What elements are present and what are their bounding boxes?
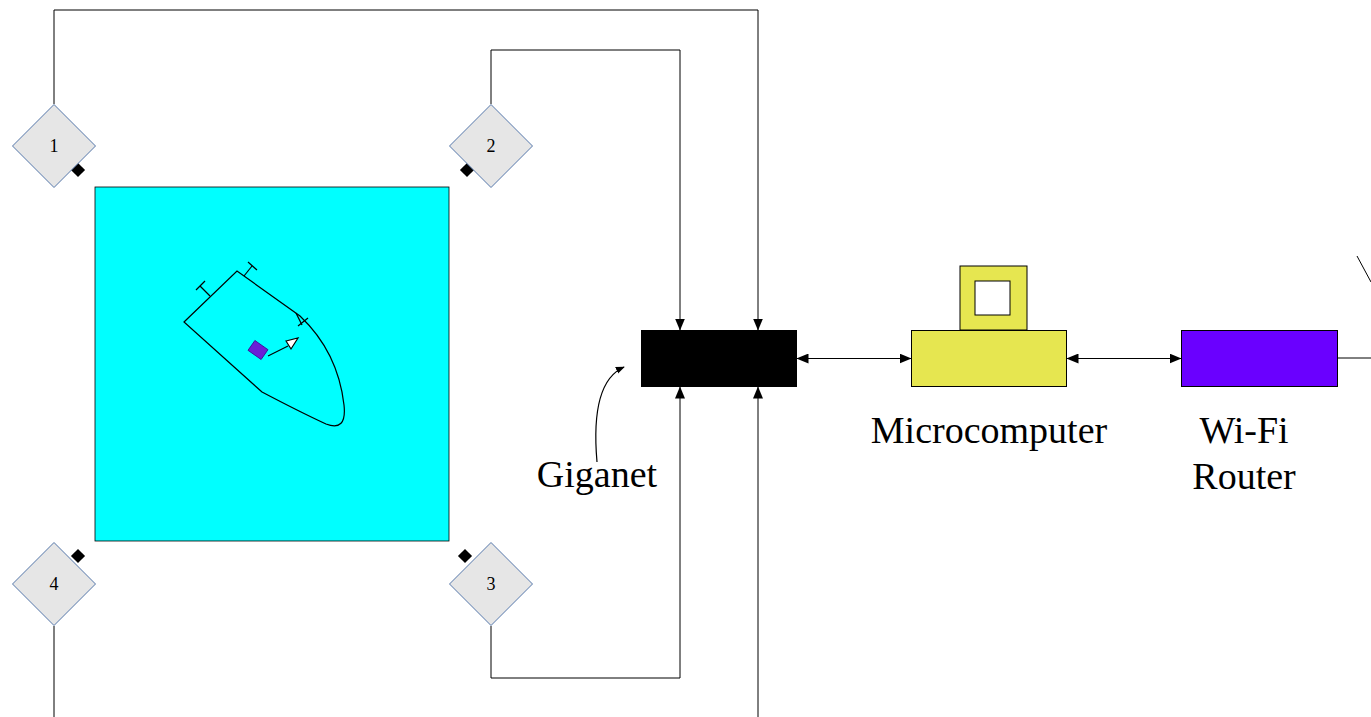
connector <box>797 358 911 359</box>
router-uplink <box>1338 358 1371 359</box>
boat <box>184 262 344 426</box>
camera-diamond: 4 <box>12 542 96 626</box>
connector <box>54 10 758 330</box>
microcomputer-display <box>960 266 1027 330</box>
label-holder: Wi-Fi Router <box>1164 408 1324 499</box>
diamond-outline <box>450 543 533 626</box>
label-holder: Microcomputer <box>829 408 1149 454</box>
node-shape <box>911 330 1067 387</box>
camera-diamond: 3 <box>449 542 533 626</box>
callout-number: 2 <box>487 136 496 157</box>
pool <box>95 187 449 541</box>
node-shape <box>641 330 797 387</box>
diamond-outline <box>13 105 96 188</box>
diamond-outline <box>450 105 533 188</box>
camera-diamond: 2 <box>449 104 533 188</box>
connector <box>491 387 680 678</box>
diamond-outline <box>13 543 96 626</box>
router-box: Wi-Fi Router <box>1181 330 1338 387</box>
camera-diamond: 1 <box>12 104 96 188</box>
node-label: Microcomputer <box>829 408 1149 454</box>
switch-box: Giganet <box>641 330 797 387</box>
camera-markers <box>71 163 474 563</box>
callout-number: 1 <box>50 136 59 157</box>
node-label: Wi-Fi Router <box>1164 408 1324 499</box>
connector <box>1067 358 1181 359</box>
leader-line <box>596 367 624 462</box>
antenna-fragment <box>1357 256 1371 282</box>
callout-number: 3 <box>487 574 496 595</box>
connector <box>491 50 680 330</box>
microcomputer-box: Microcomputer <box>911 330 1067 387</box>
connector <box>54 387 758 717</box>
box-body <box>912 331 1067 387</box>
node-label: Giganet <box>527 452 667 498</box>
callout-number: 4 <box>50 574 59 595</box>
label-holder: Giganet <box>527 452 667 498</box>
node-shape <box>1181 330 1338 387</box>
box-body <box>1182 331 1338 387</box>
box-body <box>642 331 797 387</box>
onboard-module <box>248 340 268 359</box>
